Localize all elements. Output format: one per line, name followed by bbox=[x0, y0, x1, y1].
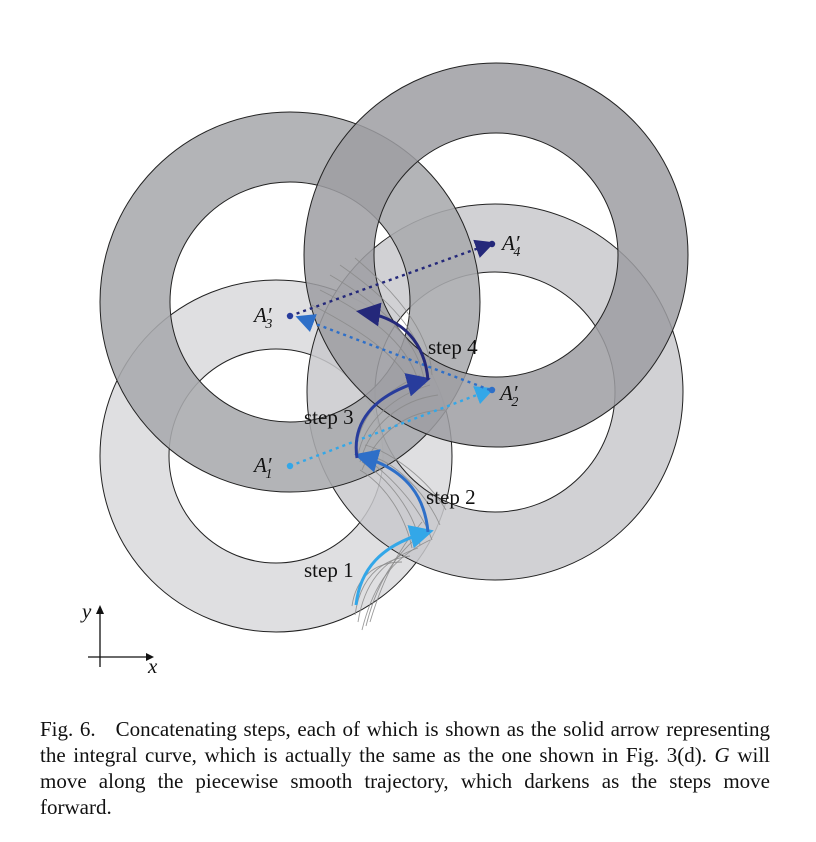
dotted-arrow-a3-a4 bbox=[289, 239, 495, 318]
axis-y-label: y bbox=[80, 599, 92, 623]
caption-prefix: Fig. 6. bbox=[40, 717, 96, 741]
axes: x y bbox=[80, 599, 158, 678]
label-a3: A′3 bbox=[252, 303, 272, 332]
dotted-arrow-a2-a3 bbox=[295, 314, 491, 392]
label-step-4: step 4 bbox=[428, 335, 478, 359]
caption-g-symbol: G bbox=[714, 743, 730, 767]
point-a2 bbox=[488, 386, 496, 394]
label-step-1: step 1 bbox=[304, 558, 354, 582]
figure-caption: Fig. 6. Concatenating steps, each of whi… bbox=[40, 716, 770, 820]
point-a3 bbox=[286, 312, 294, 320]
step-1-arrow bbox=[354, 525, 434, 606]
ring-4 bbox=[303, 62, 689, 448]
label-a2: A′2 bbox=[498, 381, 518, 410]
caption-part2: will move along the piecewise smooth tra… bbox=[40, 743, 770, 819]
step-4-arrow bbox=[356, 302, 430, 381]
label-a4: A′4 bbox=[500, 231, 520, 260]
dotted-arrow-a1-a2 bbox=[289, 386, 495, 468]
point-a1 bbox=[286, 462, 294, 470]
label-step-2: step 2 bbox=[426, 485, 476, 509]
label-a1: A′1 bbox=[252, 453, 272, 482]
label-step-3: step 3 bbox=[304, 405, 354, 429]
step-2-arrow bbox=[354, 449, 430, 533]
axis-x-label: x bbox=[147, 654, 158, 678]
step-3-arrow bbox=[354, 373, 431, 459]
point-a4 bbox=[488, 240, 496, 248]
figure-canvas: A′1 A′2 A′3 A′4 step 1 step 2 step 3 ste… bbox=[80, 62, 689, 678]
caption-part1: Concatenating steps, each of which is sh… bbox=[40, 717, 771, 767]
